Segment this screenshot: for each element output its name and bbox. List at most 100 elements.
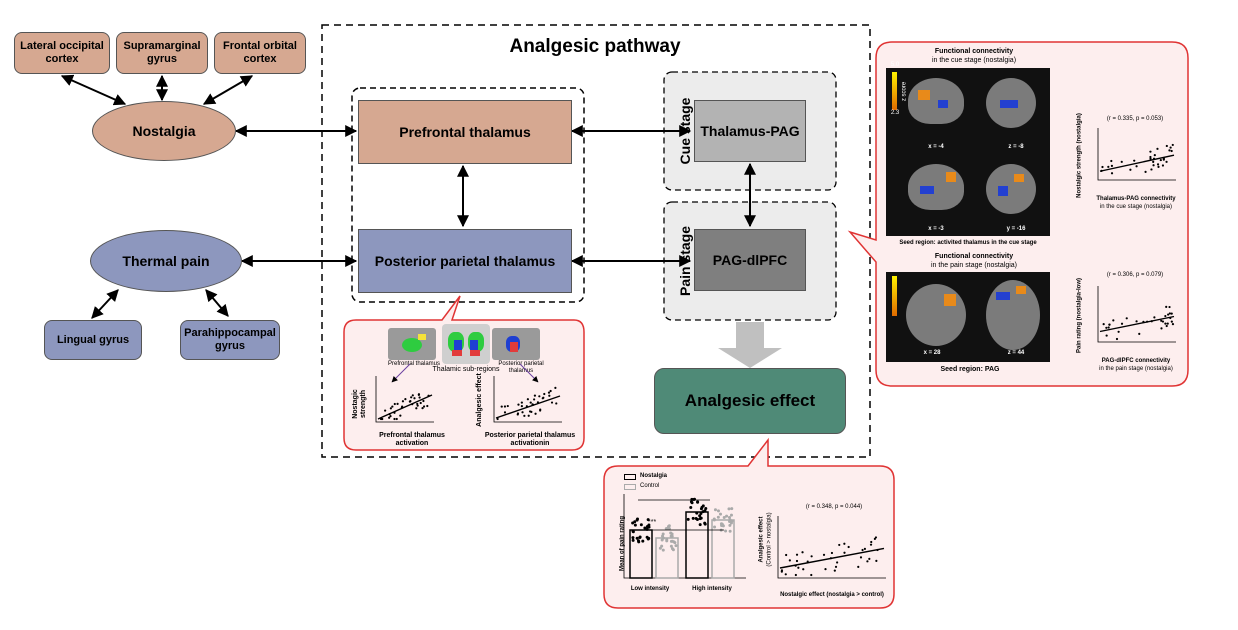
thalamus-callout-pointers xyxy=(391,363,539,383)
scatter-point xyxy=(1168,305,1171,309)
scatter-point xyxy=(411,394,414,397)
scatter-point xyxy=(1107,326,1110,329)
scatter-point xyxy=(419,401,422,405)
analgesic-pathway-frame xyxy=(321,24,871,458)
lingual-gyrus-node: Lingual gyrus xyxy=(44,320,142,360)
bar-ylabel: Mean of pain rating xyxy=(619,516,626,572)
scatter-point xyxy=(788,559,791,562)
bar-point xyxy=(641,539,645,543)
scatter-point xyxy=(542,396,545,399)
plot2-xlabel: Posterior parietal thalamus activationin xyxy=(484,432,576,447)
scatter-point xyxy=(393,417,396,421)
scatter-point xyxy=(506,404,509,408)
scatter-point xyxy=(785,553,788,557)
bar-cat-low: Low intensity xyxy=(630,586,670,592)
scatter-point xyxy=(833,569,836,572)
scatter-point xyxy=(795,559,799,563)
scatter-point xyxy=(391,405,394,408)
pain-xlabel-1: PAG-dlPFC connectivity xyxy=(1101,358,1171,364)
scatter-point xyxy=(1171,323,1175,326)
bar-point xyxy=(635,536,639,540)
pain-scatter-plot xyxy=(1097,286,1176,343)
scatter-point xyxy=(1120,322,1124,325)
bar xyxy=(711,519,735,579)
plot-axes xyxy=(493,376,562,423)
scatter-point xyxy=(526,398,529,401)
pain-title-1: Functional connectivity xyxy=(934,253,1014,260)
posterior-thalamus-caption: Posterior parietal thalamus xyxy=(498,361,544,374)
scatter-point xyxy=(810,573,813,577)
lateral-occipital-node: Lateral occipital cortex xyxy=(14,32,110,74)
scatter-point xyxy=(539,408,542,411)
scatter-ylabel-2: (Control > nostalgia) xyxy=(766,512,773,567)
scatter-point xyxy=(1156,147,1159,150)
bar-point xyxy=(728,523,732,527)
scatter-point xyxy=(418,396,421,399)
scatter-point xyxy=(847,545,850,549)
scatter-point xyxy=(1157,165,1160,169)
scatter-point xyxy=(554,386,557,389)
scatter-point xyxy=(503,405,507,408)
scatter-point xyxy=(1164,314,1167,318)
bar-point xyxy=(638,536,642,540)
thalamic-subregion-slice xyxy=(442,324,490,364)
cue-title-1: Functional connectivity xyxy=(934,48,1014,55)
scatter-point xyxy=(520,405,523,408)
bar-axes xyxy=(623,494,746,579)
scatter-point xyxy=(1167,313,1170,316)
prefrontal-scatter-plot xyxy=(375,376,434,423)
significance-stars: *** xyxy=(648,519,656,526)
scatter-point xyxy=(861,548,864,552)
cue-title-2: in the cue stage (nostalgia) xyxy=(931,57,1017,64)
bar-point xyxy=(703,509,707,513)
plot2-ylabel: Analgesic effect xyxy=(476,373,483,427)
thermal-pain-node: Thermal pain xyxy=(90,230,242,292)
scatter-point xyxy=(1152,160,1155,163)
scatter-point xyxy=(843,551,846,554)
scatter-point xyxy=(1149,155,1152,159)
scatter-point xyxy=(1160,319,1163,322)
zmin-label: 2.3 xyxy=(890,110,900,116)
scatter-point xyxy=(1165,144,1168,148)
scatter-point xyxy=(527,414,530,417)
bar-point xyxy=(695,511,699,515)
scatter-point xyxy=(401,400,405,403)
cue-coord-1: x = -4 xyxy=(928,144,944,150)
scatter-point xyxy=(421,407,424,410)
scatter-point xyxy=(500,405,503,408)
bar-point xyxy=(631,538,635,542)
bar-point xyxy=(670,534,674,538)
bar-point xyxy=(696,500,700,504)
scatter-point xyxy=(843,542,846,545)
scatter-point xyxy=(1120,160,1123,163)
bar-point xyxy=(646,525,650,529)
cue-coord-3: x = -3 xyxy=(928,226,944,232)
bar-point xyxy=(646,518,650,522)
pain-title-2: in the pain stage (nostalgia) xyxy=(931,262,1017,269)
scatter-point xyxy=(1153,154,1156,157)
scatter-point xyxy=(555,402,558,405)
scatter-point xyxy=(533,394,537,397)
legend-nostalgia: Nostalgia xyxy=(640,473,668,479)
scatter-point xyxy=(1169,146,1172,149)
bar-point xyxy=(727,507,731,511)
scatter-point xyxy=(1138,332,1141,335)
scatter-point xyxy=(416,402,419,406)
scatter-point xyxy=(1112,319,1115,322)
cue-xlabel-2: in the cue stage (nostalgia) xyxy=(1099,204,1173,210)
scatter-point xyxy=(1105,326,1108,329)
scatter-point xyxy=(1117,330,1120,333)
bar xyxy=(629,529,653,579)
plot-axes xyxy=(375,376,434,423)
scatter-point xyxy=(417,393,421,396)
bar-point xyxy=(718,512,722,516)
scatter-point xyxy=(1168,312,1171,315)
bar-point xyxy=(713,508,717,512)
bar-callout xyxy=(603,437,895,609)
bar-point xyxy=(691,516,695,520)
bar-point xyxy=(669,544,673,548)
bar-point xyxy=(665,539,669,543)
scatter-point xyxy=(533,398,536,401)
scatter-point xyxy=(503,411,507,414)
legend-control: Control xyxy=(640,483,660,489)
